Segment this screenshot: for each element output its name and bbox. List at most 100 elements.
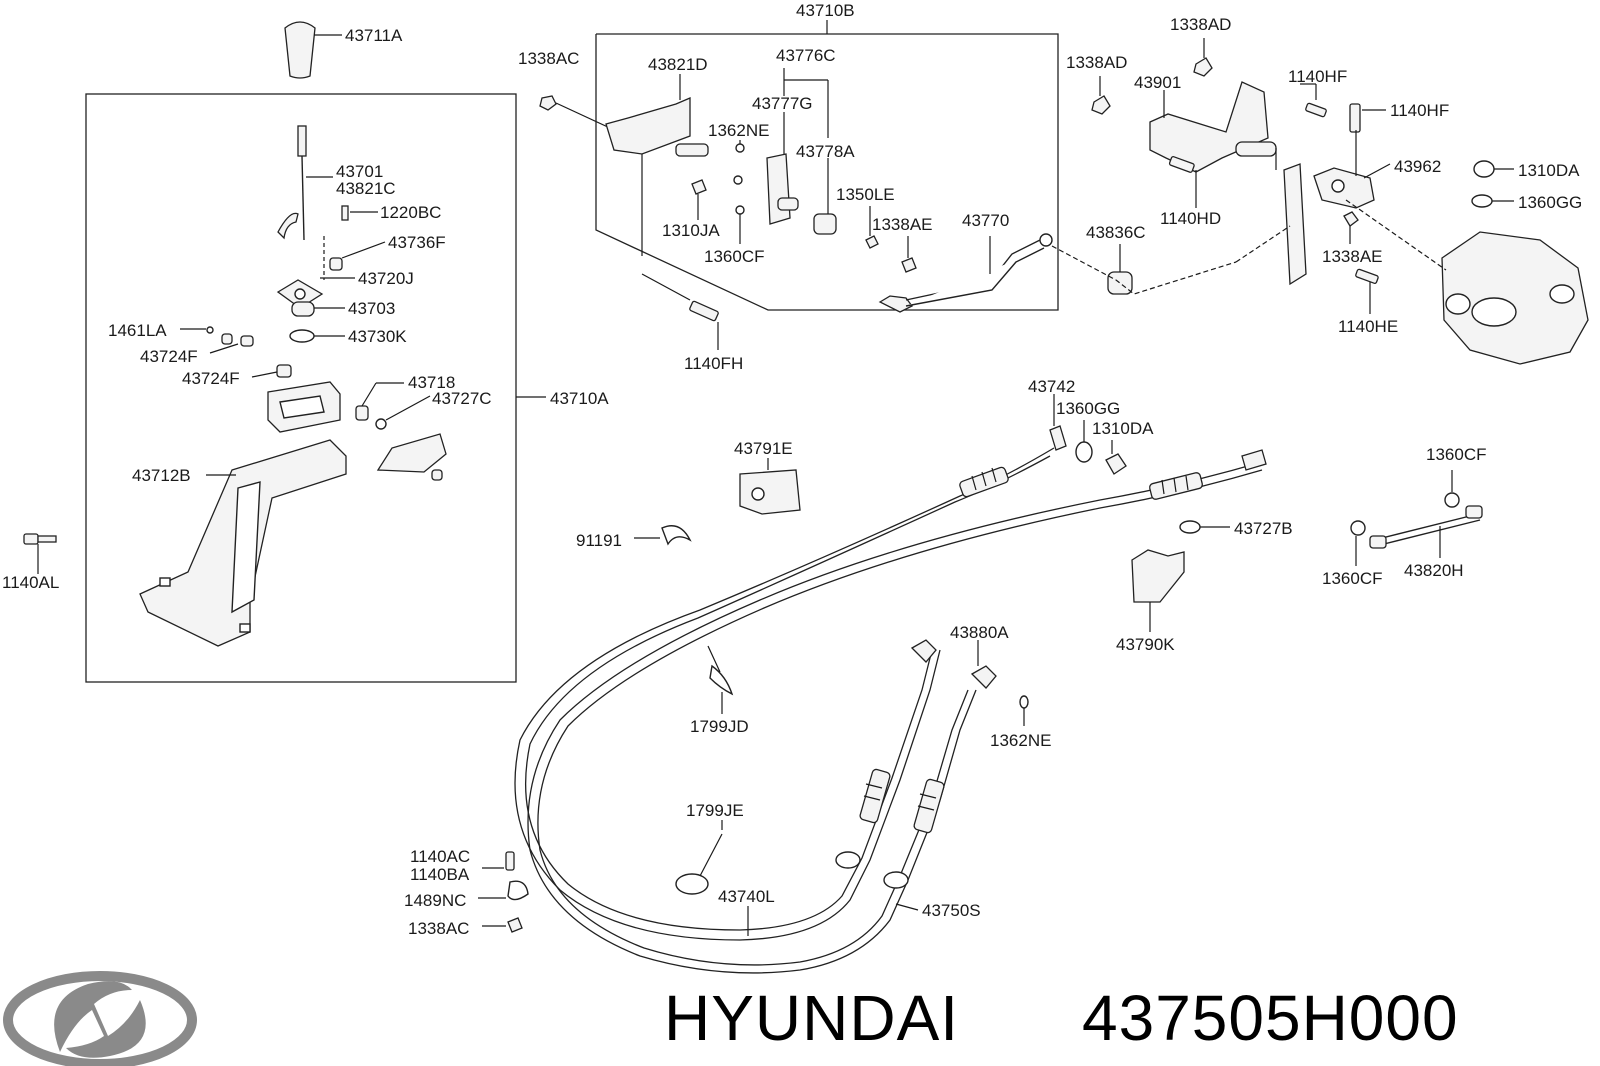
- label-1338AD-b: 1338AD: [1066, 53, 1127, 72]
- brand-name: HYUNDAI: [664, 982, 959, 1054]
- clip-91191: [661, 525, 692, 546]
- washer-1362NE-b: [1019, 695, 1029, 709]
- leader-43736F: [341, 241, 386, 259]
- shifter-base-rib: [231, 481, 261, 614]
- label-1338AE-mid: 1338AE: [872, 215, 933, 234]
- label-43710B: 43710B: [796, 1, 855, 20]
- label-43901: 43901: [1134, 73, 1181, 92]
- lever-plate-hole: [294, 288, 306, 300]
- leader-43727C: [385, 395, 431, 421]
- washer-1360GG-m: [1075, 441, 1093, 463]
- label-1338AD-a: 1338AD: [1170, 15, 1231, 34]
- label-43791E: 43791E: [734, 439, 793, 458]
- label-43742: 43742: [1028, 377, 1075, 396]
- leader-43724F-a: [209, 343, 239, 354]
- housing-boss: [1471, 297, 1517, 327]
- cable-tie-1799JE-strap: [699, 833, 723, 877]
- label-1310JA: 1310JA: [662, 221, 720, 240]
- bushing-43703: [291, 301, 315, 317]
- nut-1338AD-b: [1091, 95, 1111, 115]
- cable-grommet-b: [883, 871, 909, 889]
- leader-43724F-b: [251, 371, 278, 378]
- washer-1360CF-r2: [1350, 520, 1366, 536]
- label-43724F-b: 43724F: [182, 369, 240, 388]
- label-1140BA: 1140BA: [410, 865, 470, 884]
- label-43880A: 43880A: [950, 623, 1009, 642]
- nut-1338AC-top: [539, 95, 557, 111]
- shift-knob-part: [284, 21, 316, 79]
- cable-end-43742: [1049, 425, 1067, 451]
- bolt-1140FH: [689, 300, 719, 322]
- clip-43791E-hole: [751, 487, 765, 501]
- label-43740L: 43740L: [718, 887, 775, 906]
- label-1360GG-r: 1360GG: [1518, 193, 1582, 212]
- bushing-43724F-a: [221, 333, 233, 345]
- cable-adjuster-d: [913, 778, 945, 834]
- label-1360CF-r2: 1360CF: [1322, 569, 1382, 588]
- rod-43820H-end-a: [1369, 535, 1387, 549]
- label-1338AC-b: 1338AC: [408, 919, 469, 938]
- washer-1360GG-r: [1471, 194, 1493, 208]
- bracket-43790K: [1131, 549, 1185, 603]
- label-43750S: 43750S: [922, 901, 981, 920]
- bolt-1140HE: [1355, 268, 1379, 284]
- label-1140HF-b: 1140HF: [1390, 101, 1449, 120]
- label-43776C: 43776C: [776, 46, 836, 65]
- label-1489NC: 1489NC: [404, 891, 466, 910]
- leader-1338AC-top: [555, 102, 611, 129]
- label-43727B: 43727B: [1234, 519, 1293, 538]
- label-1362NE-b: 1362NE: [990, 731, 1051, 750]
- housing-boss-3: [1549, 284, 1575, 304]
- pin-1461LA: [206, 326, 214, 334]
- label-1338AE-r: 1338AE: [1322, 247, 1383, 266]
- bushing-43724F-b: [240, 335, 254, 347]
- housing-boss-2: [1445, 293, 1471, 315]
- cable-43740L-inner: [524, 455, 1051, 931]
- dashed-guide-2: [1345, 199, 1447, 271]
- cable-tie-1799JD: [709, 664, 734, 696]
- cable-end-b: [1241, 449, 1267, 471]
- label-43701: 43701: [336, 162, 383, 181]
- washer-43730K: [289, 329, 315, 343]
- cable-adjuster-a: [959, 466, 1009, 498]
- label-43730K: 43730K: [348, 327, 407, 346]
- label-1140HF-a: 1140HF: [1288, 67, 1347, 86]
- bolt-1140AL-head: [23, 533, 39, 545]
- base-hole-2: [159, 577, 171, 587]
- label-1461LA: 1461LA: [108, 321, 167, 340]
- pivot-pin-43821D: [675, 143, 709, 157]
- rod-end-43770-b: [1039, 233, 1053, 247]
- nut-1310DA-m: [1105, 453, 1127, 475]
- leader-43750S: [895, 903, 919, 911]
- cable-adjuster-c: [859, 768, 891, 824]
- cable-43740L-outer: [514, 447, 1055, 941]
- label-1310DA-m: 1310DA: [1092, 419, 1154, 438]
- bracket-plate: [1283, 163, 1307, 286]
- washer-1360CF-r: [1444, 492, 1460, 508]
- bushing-43718: [355, 405, 369, 421]
- nut-1338AE-mid: [901, 257, 917, 273]
- label-43720J: 43720J: [358, 269, 414, 288]
- cable-tie-1799JD-strap: [707, 645, 721, 673]
- pivot-43962-hole: [1331, 179, 1345, 193]
- bushing-43836C: [1107, 271, 1133, 295]
- part-number: 437505H000: [1082, 982, 1459, 1054]
- cable-43750S-outer: [527, 461, 1263, 974]
- label-43777G: 43777G: [752, 94, 813, 113]
- label-43718: 43718: [408, 373, 455, 392]
- rod-43820H: [1373, 513, 1479, 541]
- select-lever-bracket: [376, 433, 447, 473]
- screw-1220BC: [341, 205, 349, 221]
- label-1799JD: 1799JD: [690, 717, 749, 736]
- label-1360GG-m: 1360GG: [1056, 399, 1120, 418]
- bolt-1140AC: [505, 851, 515, 871]
- nut-1310DA-r: [1473, 160, 1495, 178]
- small-bushing: [431, 469, 443, 481]
- cable-43750S-inner: [537, 469, 1263, 966]
- rod-43820H-end-b: [1465, 505, 1483, 519]
- washer-1362NE-top: [735, 143, 745, 153]
- label-1360CF-r: 1360CF: [1426, 445, 1486, 464]
- label-1140HD: 1140HD: [1160, 209, 1221, 228]
